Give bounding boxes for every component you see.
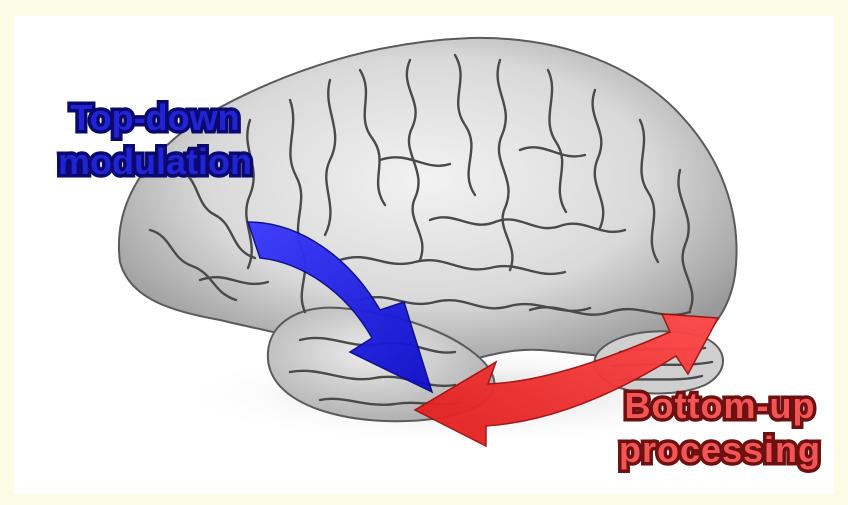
bottom-up-label-line2: processing [600, 428, 840, 472]
top-down-label-line2: modulation [24, 140, 286, 184]
top-down-label: Top-down modulation [24, 96, 286, 184]
top-down-label-line1: Top-down [24, 96, 286, 140]
bottom-up-label-line1: Bottom-up [600, 384, 840, 428]
bottom-up-label: Bottom-up processing [600, 384, 840, 472]
